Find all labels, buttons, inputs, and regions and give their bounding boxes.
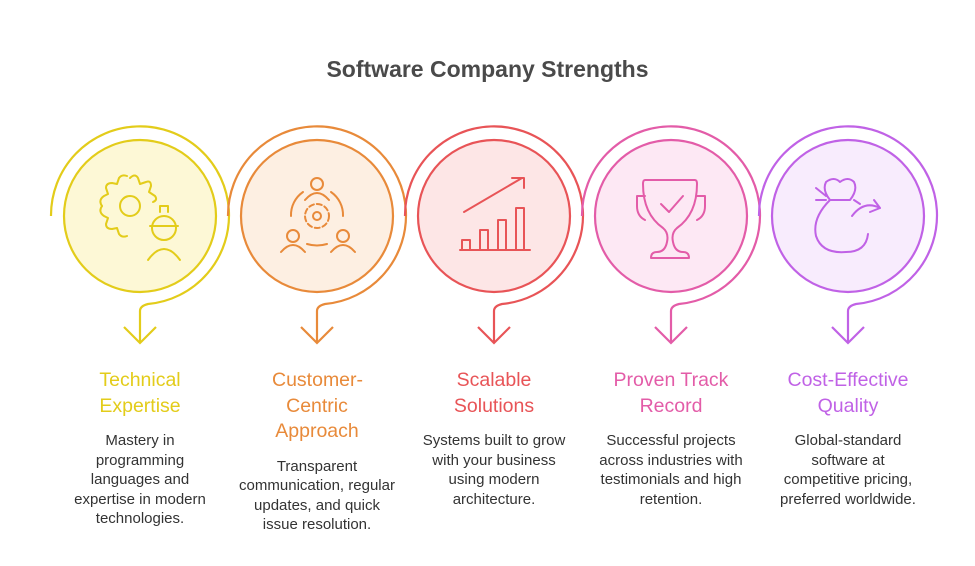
strength-description: Systems built to grow with your business…	[422, 432, 566, 508]
arrow-down-icon	[300, 326, 334, 345]
arrow-down-icon	[123, 326, 157, 345]
connector-arc	[49, 125, 231, 343]
strength-node	[226, 125, 408, 345]
strength-circle	[770, 138, 926, 294]
trophy-check-icon	[636, 179, 706, 259]
arrow-down-icon	[654, 326, 688, 345]
arrow-down-icon	[831, 326, 865, 345]
strength-column: Cost-Effective Quality Global-standard s…	[763, 368, 933, 509]
strength-node	[49, 125, 231, 345]
strength-circle	[416, 138, 572, 294]
arrow-down-icon	[477, 326, 511, 345]
strength-title: Cost-Effective Quality	[787, 369, 909, 417]
strength-title: Scalable Solutions	[453, 369, 535, 417]
strength-title: Proven Track Record	[613, 369, 729, 417]
strength-node	[403, 125, 585, 345]
strength-column: Technical Expertise Mastery in programmi…	[55, 368, 225, 529]
strength-circle	[239, 138, 395, 294]
strength-description: Transparent communication, regular updat…	[239, 457, 395, 534]
strength-circle	[593, 138, 749, 294]
gear-worker-icon	[99, 174, 181, 261]
team-gear-icon	[280, 177, 356, 253]
strength-title: Technical Expertise	[99, 369, 181, 417]
strength-description: Mastery in programming languages and exp…	[74, 432, 206, 527]
growth-chart-icon	[459, 177, 531, 251]
connector-arc	[403, 125, 585, 343]
connector-arc	[580, 125, 762, 343]
strength-column: Scalable Solutions Systems built to grow…	[409, 368, 579, 509]
connector-arc	[226, 125, 408, 343]
strength-title: Customer-Centric Approach	[272, 369, 364, 442]
money-bag-icon	[814, 178, 881, 254]
strength-node	[580, 125, 762, 345]
page-title: Software Company Strengths	[326, 56, 649, 82]
strength-description: Global-standard software at competitive …	[780, 432, 916, 508]
strength-circle	[62, 138, 218, 294]
strength-column: Proven Track Record Successful projects …	[586, 368, 756, 509]
strength-node	[757, 125, 939, 345]
strength-description: Successful projects across industries wi…	[599, 432, 743, 508]
connector-arc	[757, 125, 939, 343]
strength-column: Customer-Centric Approach Transparent co…	[232, 368, 402, 535]
